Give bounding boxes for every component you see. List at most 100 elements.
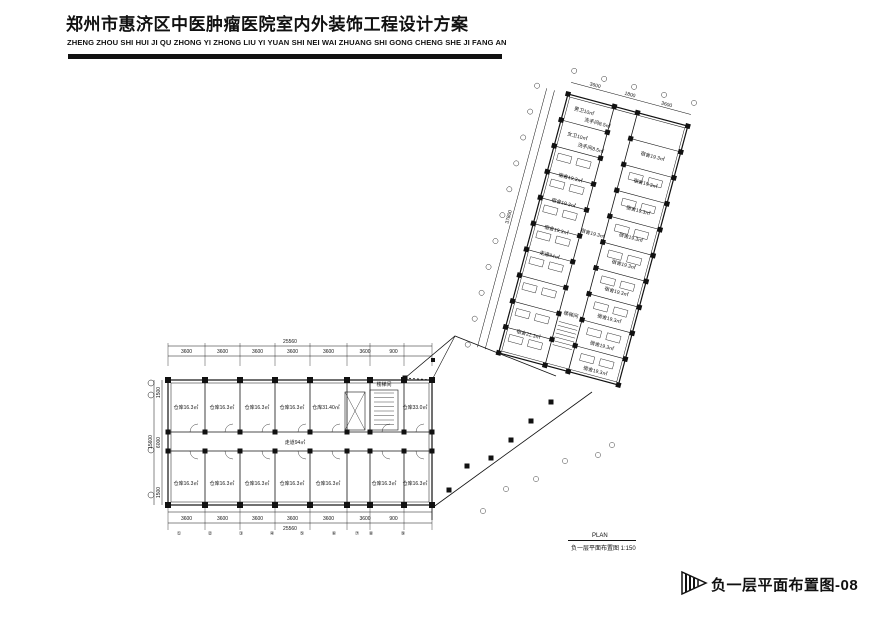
axis-bubble-label: ⑤ bbox=[300, 531, 305, 537]
stair-tread bbox=[558, 321, 579, 327]
bed-icon bbox=[534, 313, 550, 325]
structural-column bbox=[551, 142, 558, 149]
axis-bubble bbox=[147, 491, 155, 499]
dimension-label-left: 1500 bbox=[156, 487, 162, 498]
axis-bubble-label: ⑨ bbox=[401, 531, 406, 537]
axis-bubble-label: ⑧ bbox=[369, 531, 374, 537]
bed-icon bbox=[556, 152, 573, 164]
structural-column bbox=[684, 123, 691, 130]
door-swing bbox=[224, 450, 234, 460]
door-swing bbox=[297, 450, 307, 460]
axis-bubble-label: ⑥ bbox=[332, 531, 337, 537]
structural-column bbox=[569, 258, 576, 265]
dimension-line bbox=[484, 90, 555, 350]
structural-column bbox=[367, 429, 373, 435]
structural-column bbox=[565, 368, 572, 375]
axis-bubble bbox=[691, 100, 697, 106]
site-column bbox=[508, 437, 514, 443]
axis-bubble bbox=[147, 446, 155, 454]
partition-wall bbox=[560, 119, 608, 133]
structural-column bbox=[606, 213, 613, 220]
dimension-label-top: 900 bbox=[389, 349, 398, 355]
dimension-label-left: 1500 bbox=[156, 387, 162, 398]
axis-bubble-label: ③ bbox=[239, 531, 244, 537]
structural-column bbox=[344, 429, 350, 435]
axis-bubble bbox=[661, 92, 667, 98]
bed-icon bbox=[514, 308, 531, 320]
stair-tread bbox=[552, 344, 572, 350]
axis-bubble bbox=[601, 76, 607, 82]
room-label-storage: 仓库16.3㎡ bbox=[372, 480, 397, 487]
partition-wall bbox=[588, 293, 640, 308]
door-swing bbox=[261, 450, 271, 460]
structural-column bbox=[555, 310, 562, 317]
dimension-label-bottom: 3600 bbox=[323, 516, 334, 522]
partition-wall bbox=[575, 345, 626, 360]
site-column bbox=[488, 455, 494, 461]
partition-wall bbox=[519, 274, 566, 288]
stair-tread bbox=[555, 332, 576, 339]
structural-column bbox=[344, 448, 350, 454]
corridor-label: 走道94㎡ bbox=[285, 439, 306, 446]
dimension-label-bottom: 900 bbox=[389, 516, 398, 522]
bed-icon bbox=[612, 306, 629, 318]
door-swing bbox=[331, 450, 341, 460]
site-column bbox=[548, 399, 554, 405]
structural-column bbox=[165, 502, 171, 508]
partition-wall bbox=[533, 223, 580, 237]
structural-column bbox=[636, 304, 643, 311]
room-label: 宿舍19.3㎡ bbox=[580, 227, 606, 240]
axis-bubble bbox=[464, 341, 471, 348]
stair-tread bbox=[556, 328, 577, 335]
door-swing bbox=[189, 423, 199, 433]
sheet-mark-icon bbox=[681, 570, 708, 596]
plan-caption: 负一层平面布置图 1:150 bbox=[571, 546, 636, 552]
room-label: 宿舍19.3㎡ bbox=[640, 150, 666, 163]
axis-bubble bbox=[499, 212, 506, 218]
bed-icon bbox=[613, 223, 630, 235]
bed-icon bbox=[554, 235, 571, 247]
axis-bubble bbox=[492, 238, 499, 244]
dimension-label-bottom: 3600 bbox=[217, 516, 228, 522]
door-swing bbox=[415, 450, 425, 460]
structural-column bbox=[537, 194, 544, 201]
structural-column bbox=[643, 278, 650, 285]
structural-column bbox=[272, 429, 278, 435]
bed-icon bbox=[626, 254, 643, 266]
dimension-label-top: 3600 bbox=[217, 349, 228, 355]
structural-column bbox=[650, 252, 657, 259]
bed-icon bbox=[561, 209, 578, 221]
sheet-title: 负一层平面布置图-08 bbox=[711, 577, 859, 594]
structural-column bbox=[585, 290, 593, 297]
west-wing-outline bbox=[167, 379, 433, 506]
axis-bubble bbox=[520, 134, 527, 141]
east-wing: 男卫10㎡洗手间8.5㎡女卫10㎡洗手间8.5㎡宿舍19.3㎡宿舍19.3㎡宿舍… bbox=[464, 68, 697, 389]
dimension-label-bottom: 3600 bbox=[287, 516, 298, 522]
bed-icon bbox=[598, 358, 615, 370]
structural-column bbox=[165, 448, 171, 454]
structural-column bbox=[502, 323, 509, 331]
axis-bubble bbox=[471, 315, 478, 322]
structural-column bbox=[237, 448, 243, 454]
structural-column bbox=[401, 502, 407, 508]
stair-well bbox=[369, 389, 399, 431]
structural-column bbox=[599, 239, 606, 246]
door-swing bbox=[189, 450, 199, 460]
bed-icon bbox=[547, 261, 564, 273]
partition-wall bbox=[554, 145, 601, 159]
structural-column bbox=[402, 375, 408, 381]
connector-wall bbox=[431, 335, 456, 381]
dimension-label-top: 3600 bbox=[660, 101, 673, 110]
structural-column bbox=[237, 502, 243, 508]
axis-bubble bbox=[571, 68, 578, 74]
axis-bubble bbox=[534, 82, 540, 89]
structural-column bbox=[307, 502, 313, 508]
bed-icon bbox=[549, 178, 566, 190]
structural-column bbox=[564, 90, 572, 98]
room-label-storage: 仓库16.3㎡ bbox=[245, 404, 270, 411]
structural-column bbox=[344, 502, 350, 508]
room-label: 楼梯间 bbox=[563, 309, 579, 320]
elevator-shaft bbox=[344, 391, 366, 431]
door-swing bbox=[224, 423, 234, 433]
